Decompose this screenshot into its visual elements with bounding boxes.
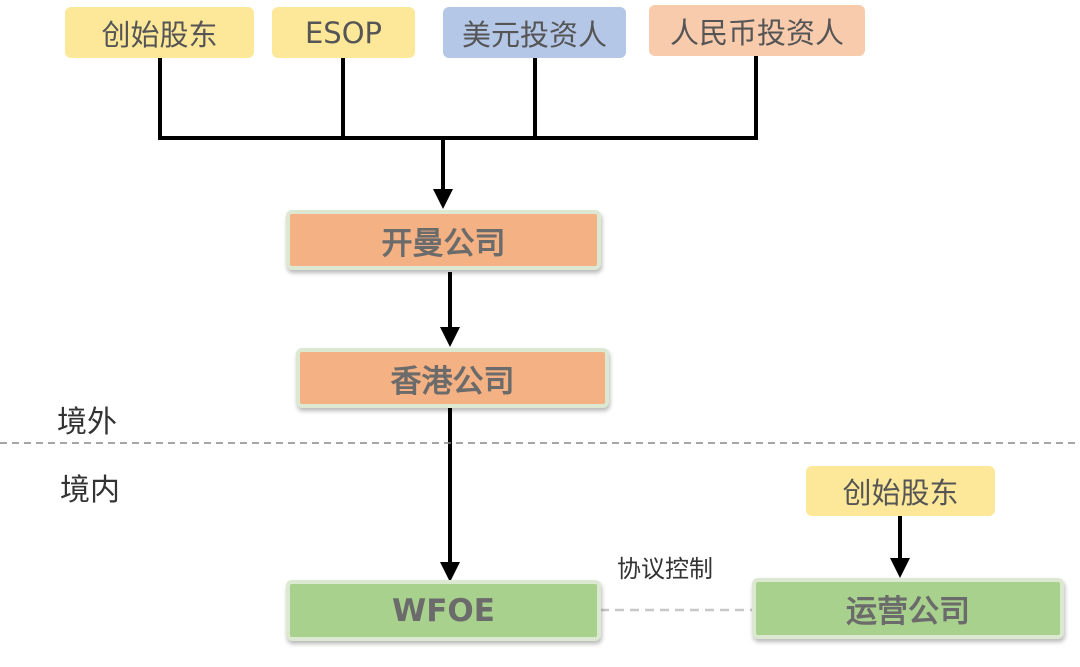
shareholder-esop: ESOP <box>272 7 415 58</box>
cayman-company: 开曼公司 <box>286 210 601 270</box>
hk-company: 香港公司 <box>296 348 609 408</box>
domestic-founder: 创始股东 <box>806 466 995 516</box>
region-label-offshore: 境外 <box>57 405 117 440</box>
wfoe-company: WFOE <box>286 580 601 641</box>
shareholder-rmb-investor: 人民币投资人 <box>649 5 865 56</box>
vie-link-label: 协议控制 <box>617 555 713 583</box>
shareholder-founder: 创始股东 <box>65 7 254 58</box>
operating-company: 运营公司 <box>752 578 1064 639</box>
shareholder-usd-investor: 美元投资人 <box>443 7 626 58</box>
region-label-onshore: 境内 <box>60 473 120 508</box>
